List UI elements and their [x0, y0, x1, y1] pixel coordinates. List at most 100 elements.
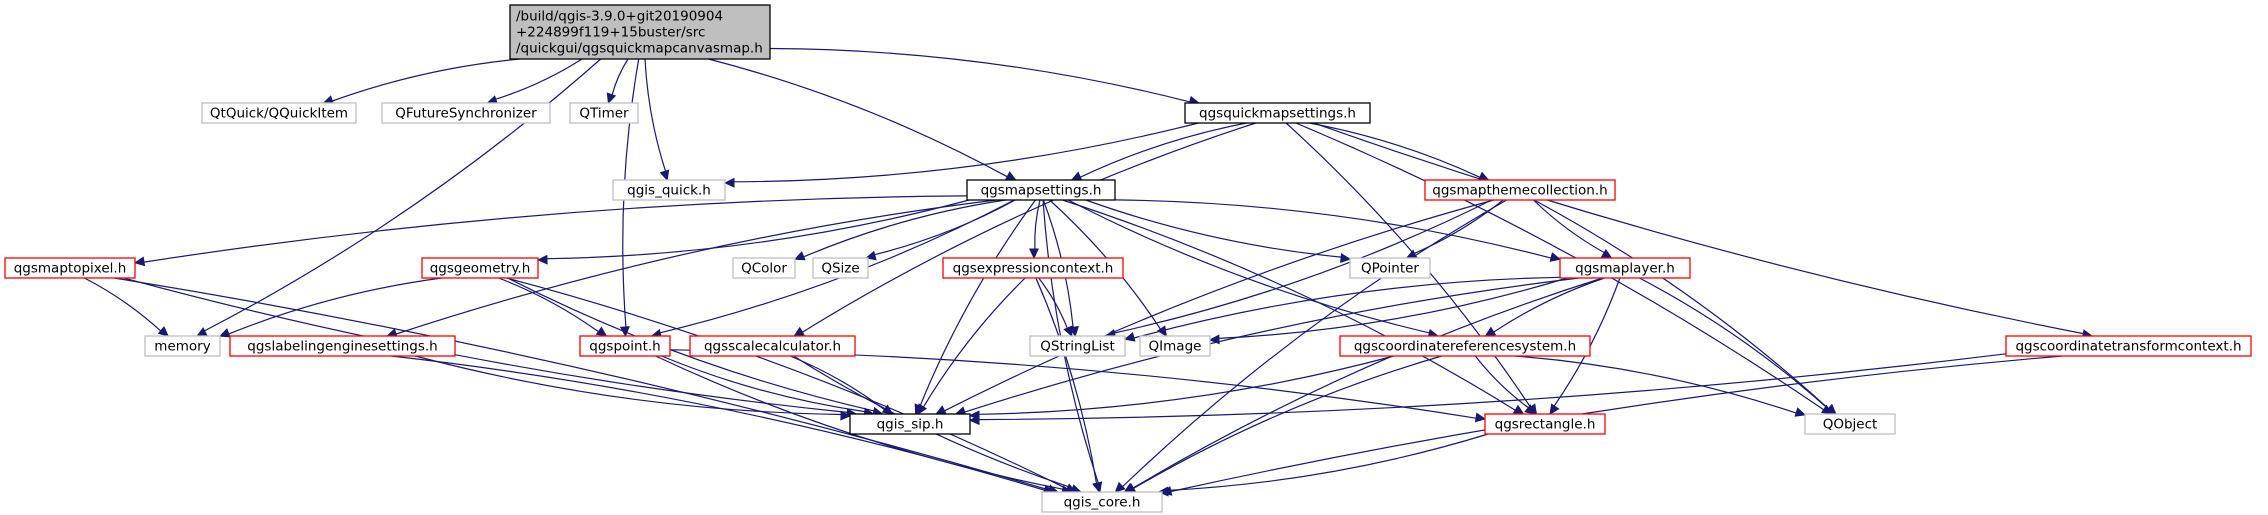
node-box — [812, 257, 869, 279]
node-label: QStringList — [1040, 339, 1115, 355]
edge-mapsettings-to-exprcontext — [1029, 199, 1041, 260]
edge-maptopixel-to-memory — [84, 277, 169, 337]
node-box — [1804, 413, 1896, 435]
node-qstringlist[interactable]: QStringList — [1029, 335, 1126, 357]
edge-arrowhead — [793, 326, 805, 337]
edge-exprcontext-to-qstringlist — [1038, 277, 1073, 338]
node-geometry[interactable]: qgsgeometry.h — [421, 257, 539, 279]
node-exprcontext[interactable]: qgsexpressioncontext.h — [942, 257, 1124, 279]
node-qpointer[interactable]: QPointer — [1349, 257, 1431, 279]
node-qgisquick[interactable]: qgis_quick.h — [612, 179, 726, 201]
node-scalecalc[interactable]: qgsscalecalculator.h — [689, 335, 856, 357]
node-memory[interactable]: memory — [144, 335, 221, 357]
node-box — [942, 257, 1124, 279]
node-box — [1349, 257, 1431, 279]
node-qfuturesync[interactable]: QFutureSynchronizer — [381, 102, 551, 124]
node-themecollection[interactable]: qgsmapthemecollection.h — [1424, 179, 1616, 201]
edge-root-to-qtimer — [606, 58, 629, 105]
node-maptopixel[interactable]: qgsmaptopixel.h — [4, 257, 136, 279]
edge-geometry-to-memory — [218, 277, 442, 338]
node-box — [1424, 179, 1616, 201]
edge-arrowhead — [595, 326, 608, 337]
edge-maptopixel-to-qgiscore — [114, 277, 1060, 495]
node-qgissip[interactable]: qgis_sip.h — [849, 413, 971, 435]
node-label: qgscoordinatetransformcontext.h — [2015, 339, 2241, 355]
node-label: qgsmaplayer.h — [1575, 261, 1675, 277]
edge-quickmapsettings-to-themecollection — [1308, 122, 1490, 181]
node-box — [579, 335, 671, 357]
edge-line — [978, 353, 2007, 421]
edge-arrowhead — [659, 169, 670, 182]
edge-arrowhead — [606, 92, 617, 105]
edge-arrowhead — [218, 328, 231, 338]
node-qtimer[interactable]: QTimer — [569, 102, 639, 124]
edge-arrowhead — [935, 405, 947, 415]
edge-themecollection-to-maplayer — [1533, 199, 1613, 259]
edge-arrowhead — [1157, 486, 1169, 497]
edge-mapsettings-to-qcolor — [793, 199, 1006, 261]
edge-line — [801, 122, 1256, 333]
node-qquickitem[interactable]: QtQuick/QQuickItem — [201, 102, 357, 124]
edge-arrowhead — [1825, 403, 1837, 415]
edge-mapsettings-to-maptopixel — [133, 195, 968, 267]
edge-root-to-qfuturesync — [486, 58, 583, 105]
node-labeling[interactable]: qgslabelingenginesettings.h — [229, 335, 456, 357]
node-root: /build/qgis-3.9.0+git20190904+224899f119… — [509, 4, 771, 60]
node-box — [1559, 257, 1691, 279]
edge-arrowhead — [1063, 325, 1073, 338]
node-box — [1029, 335, 1126, 357]
edge-arrowhead — [133, 256, 146, 267]
edge-line — [1295, 122, 1825, 411]
node-qobject[interactable]: QObject — [1804, 413, 1896, 435]
node-qcolor[interactable]: QColor — [732, 257, 796, 279]
edge-line — [1114, 199, 1552, 259]
node-box — [1184, 102, 1371, 124]
edge-line — [919, 199, 1036, 407]
node-box — [229, 335, 456, 357]
node-mapsettings[interactable]: qgsmapsettings.h — [966, 179, 1116, 201]
node-qimage[interactable]: QImage — [1139, 335, 1211, 357]
node-point[interactable]: qgspoint.h — [579, 335, 671, 357]
edge-line — [1533, 199, 1605, 254]
edge-mapsettings-to-qpointer — [1085, 199, 1352, 264]
node-quickmapsettings[interactable]: qgsquickmapsettings.h — [1184, 102, 1371, 124]
edge-point-to-qgissip — [661, 355, 875, 418]
node-qsize[interactable]: QSize — [812, 257, 869, 279]
edge-line — [1639, 277, 1829, 410]
edge-maplayer-to-qstringlist — [1123, 276, 1561, 342]
node-crs[interactable]: qgscoordinatereferencesystem.h — [1339, 335, 1591, 357]
edge-exprcontext-to-qgissip — [917, 277, 1026, 415]
edge-root-to-qgisquick — [644, 58, 670, 182]
edge-line — [1218, 277, 1568, 339]
edge-arrowhead — [917, 403, 928, 415]
edge-arrowhead — [1794, 407, 1807, 417]
edge-quickmapsettings-to-qgisquick — [723, 122, 1199, 188]
edge-root-to-quickmapsettings — [769, 47, 1200, 106]
node-label: QSize — [821, 261, 859, 277]
edge-line — [1514, 355, 1797, 414]
node-label: /build/qgis-3.9.0+git20190904 — [516, 9, 723, 25]
edge-arrowhead — [865, 250, 877, 261]
edge-line — [506, 277, 1068, 490]
edge-arrowhead — [536, 254, 548, 265]
node-qgiscore[interactable]: qgis_core.h — [1041, 491, 1163, 513]
edge-line — [733, 122, 1199, 183]
node-maplayer[interactable]: qgsmaplayer.h — [1559, 257, 1691, 279]
node-ctcontext[interactable]: qgscoordinatetransformcontext.h — [2005, 335, 2252, 357]
node-label: qgslabelingenginesettings.h — [247, 339, 437, 355]
edge-mapsettings-to-qgissip — [914, 199, 1036, 416]
edge-labeling-to-qgissip — [415, 355, 852, 421]
edge-arrowhead — [1114, 481, 1126, 493]
edge-line — [1474, 355, 1529, 409]
edge-line — [1553, 277, 1621, 407]
edge-mapsettings-to-maplayer — [1114, 199, 1562, 262]
edge-line — [228, 277, 442, 335]
node-rectangle[interactable]: qgsrectangle.h — [1484, 413, 1606, 435]
node-box — [1339, 335, 1591, 357]
node-label: qgscoordinatereferencesystem.h — [1354, 339, 1576, 355]
node-label: qgsrectangle.h — [1495, 417, 1596, 433]
edge-line — [922, 277, 1026, 408]
edge-line — [661, 355, 865, 413]
edge-line — [1062, 199, 1516, 411]
